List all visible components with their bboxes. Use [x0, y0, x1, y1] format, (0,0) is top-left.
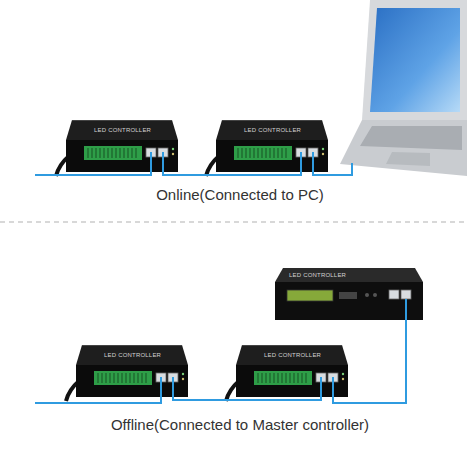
- led-controller: [66, 345, 188, 401]
- led-controller: [226, 345, 348, 401]
- controller-box: LED CONTROLLER: [66, 120, 178, 172]
- mode-caption: Offline(Connected to Master controller): [20, 416, 460, 434]
- controller-box: LED CONTROLLER: [76, 345, 188, 397]
- laptop-touchpad: [386, 152, 430, 166]
- laptop-screen: [370, 8, 460, 112]
- ethernet-port: [401, 290, 411, 299]
- separator-line: [0, 221, 467, 223]
- device-label: LED CONTROLLER: [244, 127, 301, 133]
- controller-box: LED CONTROLLER: [236, 345, 348, 397]
- master-top: [275, 268, 423, 282]
- network-connector: [163, 172, 301, 175]
- network-connector: [173, 397, 321, 400]
- device-label: LED CONTROLLER: [264, 352, 321, 358]
- network-cable: [332, 377, 334, 397]
- device-label: LED CONTROLLER: [104, 352, 161, 358]
- lcd-screen: [287, 290, 333, 301]
- network-cable: [162, 152, 164, 172]
- button: [373, 293, 377, 297]
- laptop-keyboard: [360, 126, 462, 150]
- device-label: LED CONTROLLER: [289, 272, 346, 278]
- master-front: [275, 282, 423, 320]
- controller-box: LED CONTROLLER: [275, 268, 423, 320]
- ethernet-port: [389, 290, 399, 299]
- network-connector: [333, 320, 406, 403]
- network-cable: [313, 152, 352, 175]
- network-cable: [320, 377, 322, 397]
- network-cable: [35, 152, 151, 175]
- controller-box: LED CONTROLLER: [216, 120, 328, 172]
- button: [365, 293, 369, 297]
- network-cable: [35, 377, 161, 403]
- led-controller: [56, 120, 178, 176]
- device-label: LED CONTROLLER: [94, 127, 151, 133]
- network-cable: [405, 299, 407, 320]
- laptop-lid: [362, 0, 467, 120]
- led-controller: [206, 120, 328, 176]
- mode-caption: Online(Connected to PC): [20, 186, 460, 204]
- network-cable: [300, 152, 302, 172]
- laptop-base: [340, 120, 467, 176]
- sd-slot: [339, 292, 357, 299]
- network-cable: [172, 377, 174, 397]
